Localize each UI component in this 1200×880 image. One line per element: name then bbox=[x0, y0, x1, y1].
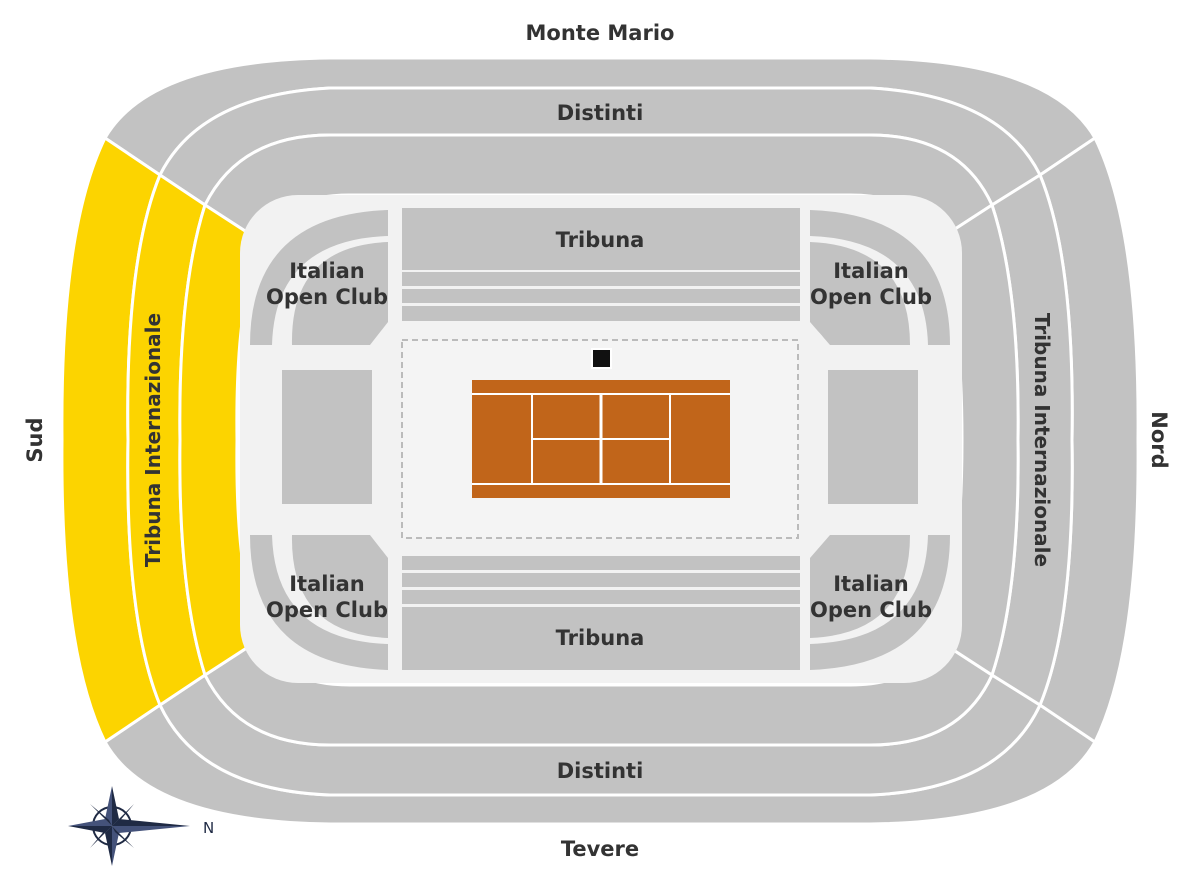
label-tribuna-internazionale-nord: Tribuna Internazionale bbox=[1030, 313, 1054, 567]
label-club-bl-line2: Open Club bbox=[266, 598, 388, 622]
label-monte-mario: Monte Mario bbox=[526, 21, 675, 45]
label-club-tr-line1: Italian bbox=[833, 259, 909, 283]
tennis-court bbox=[472, 380, 730, 498]
label-club-br-line2: Open Club bbox=[810, 598, 932, 622]
label-distinti-bottom: Distinti bbox=[557, 759, 644, 783]
label-club-tr-line2: Open Club bbox=[810, 285, 932, 309]
label-tribuna-internazionale-sud: Tribuna Internazionale bbox=[141, 313, 165, 567]
label-tevere: Tevere bbox=[561, 837, 639, 861]
label-tribuna-top: Tribuna bbox=[556, 228, 645, 252]
label-sud: Sud bbox=[23, 417, 47, 462]
section-italian-open-club-bottom-right[interactable] bbox=[810, 535, 950, 670]
umpire-chair-icon bbox=[591, 348, 612, 369]
label-nord: Nord bbox=[1147, 411, 1171, 468]
section-italian-open-club-bottom-left[interactable] bbox=[250, 535, 388, 670]
label-tribuna-bottom: Tribuna bbox=[556, 626, 645, 650]
section-side-left[interactable] bbox=[282, 370, 372, 504]
label-club-bl-line1: Italian bbox=[289, 572, 365, 596]
section-italian-open-club-top-left[interactable] bbox=[250, 210, 388, 345]
label-club-br-line1: Italian bbox=[833, 572, 909, 596]
label-distinti-top: Distinti bbox=[557, 101, 644, 125]
section-side-right[interactable] bbox=[828, 370, 918, 504]
section-tribuna-bottom[interactable] bbox=[402, 556, 800, 670]
section-italian-open-club-top-right[interactable] bbox=[810, 210, 950, 345]
compass-north-label: N bbox=[203, 819, 214, 837]
compass-rose-icon bbox=[68, 786, 190, 866]
label-club-tl-line2: Open Club bbox=[266, 285, 388, 309]
label-club-tl-line1: Italian bbox=[289, 259, 365, 283]
section-tribuna-top[interactable] bbox=[402, 208, 800, 321]
